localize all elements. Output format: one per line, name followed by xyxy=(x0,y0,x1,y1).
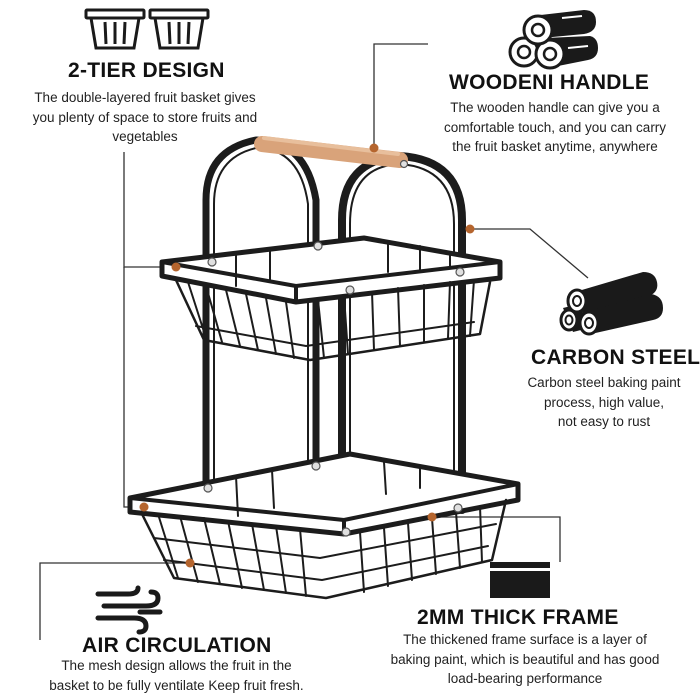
callout-line-air xyxy=(39,562,190,640)
air-line-2: basket to be fully ventilate Keep fruit … xyxy=(49,677,304,693)
handle-description: The wooden handle can give you a comfort… xyxy=(410,98,700,157)
tier-line-2: you plenty of space to store fruits and xyxy=(32,109,258,125)
tier-title: 2-TIER DESIGN xyxy=(68,59,225,82)
steel-line-2: process, high value, xyxy=(543,394,665,410)
handle-line-2: comfortable touch, and you can carry xyxy=(443,119,667,135)
wind-icon xyxy=(95,585,163,635)
wood-logs-icon xyxy=(508,10,598,70)
steel-title: CARBON STEEL xyxy=(531,346,700,369)
handle-line-1: The wooden handle can give you a xyxy=(450,100,660,115)
air-title: AIR CIRCULATION xyxy=(82,634,272,657)
handle-title: WOODENI HANDLE xyxy=(449,71,650,94)
steel-description: Carbon steel baking paint process, high … xyxy=(508,373,700,432)
tier-line-1: The double-layered fruit basket gives xyxy=(34,90,256,105)
callout-line-steel xyxy=(470,228,589,279)
steel-line-1: Carbon steel baking paint xyxy=(527,375,681,390)
frame-description: The thickened frame surface is a layer o… xyxy=(352,630,698,689)
frame-line-3: load-bearing performance xyxy=(447,671,603,687)
handle-line-3: the fruit basket anytime, anywhere xyxy=(452,139,658,155)
double-basket-icon xyxy=(84,8,210,50)
frame-line-1: The thickened frame surface is a layer o… xyxy=(403,632,647,647)
thick-bar-icon xyxy=(490,562,550,598)
steel-pipes-icon xyxy=(559,272,663,336)
air-description: The mesh design allows the fruit in the … xyxy=(14,656,339,695)
air-line-1: The mesh design allows the fruit in the xyxy=(61,658,292,673)
tier-description: The double-layered fruit basket gives yo… xyxy=(0,88,290,147)
frame-line-2: baking paint, which is beautiful and has… xyxy=(390,651,660,667)
callout-line-frame xyxy=(432,516,561,562)
callout-line-handle xyxy=(373,43,428,148)
tier-line-3: vegetables xyxy=(112,129,178,145)
steel-line-3: not easy to rust xyxy=(557,414,651,430)
frame-title: 2MM THICK FRAME xyxy=(417,606,619,629)
